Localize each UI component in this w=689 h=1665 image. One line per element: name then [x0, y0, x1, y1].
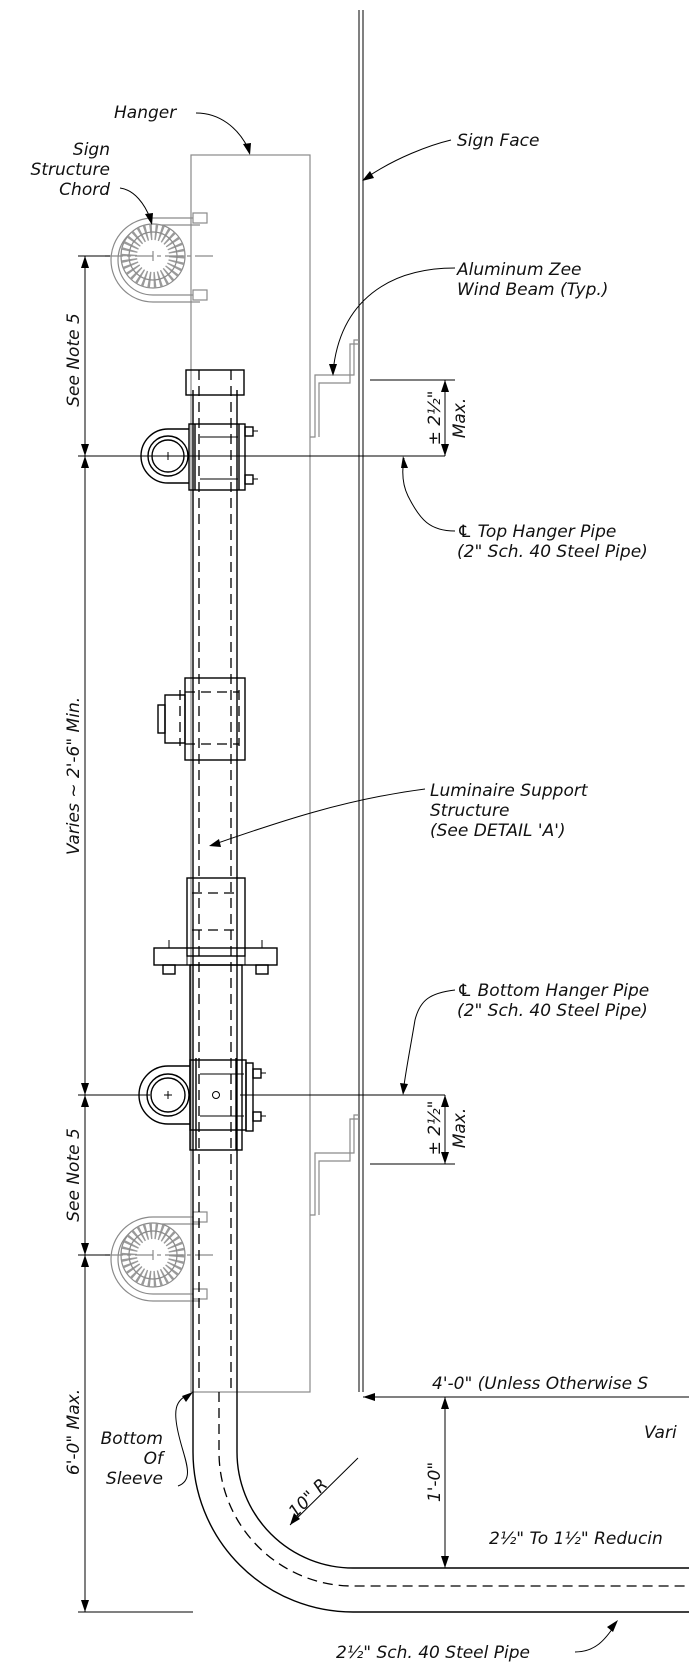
sign-structure-chord-bottom: [105, 1211, 214, 1302]
four-ft-dim: 4'-0" (Unless Otherwise S: [432, 1374, 648, 1394]
max-25-bottom-dim: ± 2½": [425, 1101, 445, 1156]
ten-r-dim: 10" R: [285, 1475, 332, 1522]
reducing-dim: 2½" To 1½" Reducin: [489, 1529, 663, 1549]
luminaire-support-label-3: (See DETAIL 'A'): [430, 821, 566, 841]
bottom-of-sleeve-label-3: Sleeve: [106, 1469, 163, 1489]
zee-wind-beam-top: [310, 339, 359, 438]
bottom-hanger-pipe-label-2: (2" Sch. 40 Steel Pipe): [457, 1001, 648, 1021]
varies-dim: Varies ~ 2'-6" Min.: [64, 697, 84, 855]
callout-leaders: [119, 112, 618, 1653]
luminaire-support-label-2: Structure: [430, 801, 509, 821]
hanger-plate: [190, 154, 311, 1393]
max-25-top-dim: ± 2½": [425, 391, 445, 446]
steel-pipe-label: 2½" Sch. 40 Steel Pipe: [336, 1643, 530, 1663]
conduit-bend-pipe: [192, 1392, 689, 1613]
max-word-bottom-dim: Max.: [450, 1108, 470, 1149]
luminaire-support-label-1: Luminaire Support: [430, 781, 589, 801]
max-word-top-dim: Max.: [450, 398, 470, 439]
sign-face-panel: [358, 10, 364, 1392]
zee-wind-beam-label-2: Wind Beam (Typ.): [457, 280, 608, 300]
dimension-lines: [78, 255, 689, 1613]
see-note-5-bottom-dim: See Note 5: [64, 1128, 84, 1222]
bottom-of-sleeve-label-2: Of: [144, 1449, 166, 1469]
zee-wind-beam-label-1: Aluminum Zee: [456, 260, 582, 280]
zee-wind-beam-bottom: [310, 1114, 359, 1216]
vari-dim: Vari: [644, 1423, 677, 1443]
luminaire-support-structure: [153, 369, 278, 1392]
top-hanger-pipe-label-2: (2" Sch. 40 Steel Pipe): [457, 542, 648, 562]
see-note-5-top-dim: See Note 5: [64, 313, 84, 407]
top-hanger-pipe-label-1: ℄ Top Hanger Pipe: [457, 522, 616, 542]
bottom-of-sleeve-label-1: Bottom: [101, 1429, 163, 1449]
sign-structure-chord-label-3: Chord: [59, 180, 110, 200]
sign-structure-chord-label-1: Sign: [73, 140, 110, 160]
six-ft-max-dim: 6'-0" Max.: [64, 1389, 84, 1475]
sign-face-label: Sign Face: [457, 131, 540, 151]
hanger-label: Hanger: [114, 103, 177, 123]
bottom-hanger-pipe-label-1: ℄ Bottom Hanger Pipe: [457, 981, 649, 1001]
sign-structure-chord-label-2: Structure: [31, 160, 110, 180]
sign-structure-chord-top: [105, 212, 214, 303]
one-ft-dim: 1'-0": [425, 1462, 445, 1502]
